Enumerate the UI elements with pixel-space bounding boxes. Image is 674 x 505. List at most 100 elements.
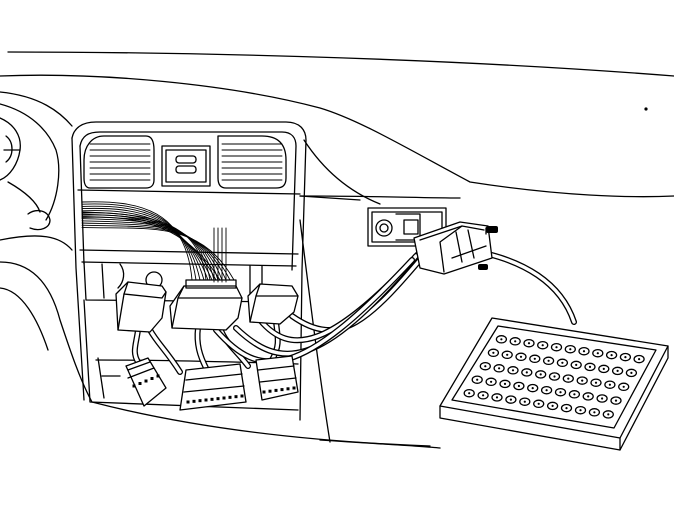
breakout-pin-dot (608, 383, 612, 386)
breakout-pin-dot (601, 397, 604, 400)
wire-harness-icon (81, 201, 235, 283)
harness-wire (81, 203, 197, 281)
breakout-pin-dot (523, 400, 526, 403)
harness-wire (81, 210, 209, 281)
plug-pin (156, 374, 160, 378)
cable-inner (486, 252, 576, 324)
plug-pin (132, 384, 136, 388)
cable-bundle (131, 245, 577, 375)
plug-pin (186, 400, 190, 404)
breakout-pin-dot (541, 344, 544, 347)
breakout-pin-dot (492, 351, 495, 354)
breakout-pin-dot (525, 371, 528, 374)
breakout-pin-dot (517, 384, 521, 388)
plug-pin (280, 388, 284, 392)
breakout-pin-dot (594, 381, 598, 384)
plug-pin (150, 377, 154, 380)
breakout-pin-dot (495, 396, 499, 399)
plug-pin (204, 398, 208, 402)
breakout-pin-dot (509, 398, 512, 401)
breakout-pin-dot (579, 409, 582, 412)
breakout-pin-dot (588, 365, 592, 368)
breakout-box-icon (439, 317, 669, 451)
breakout-pin-dot (607, 413, 610, 416)
breakout-pin-dot (593, 411, 596, 414)
harness-wire (81, 226, 235, 281)
breakout-pin-dot (539, 373, 542, 376)
cable-inner (214, 258, 414, 364)
breakout-pin-dot (551, 404, 554, 407)
dashboard-outline-icon (0, 51, 674, 449)
breakout-pin-dot (575, 363, 578, 366)
plug-pin (228, 395, 232, 399)
breakout-pin-dot (545, 389, 548, 392)
plug-pin (268, 389, 272, 393)
cable-inner (195, 326, 208, 370)
breakout-pin-dot (476, 378, 479, 381)
breakout-pin-dot (500, 338, 503, 341)
breakout-pin-dot (624, 356, 627, 359)
breakout-pin-dot (514, 340, 517, 343)
harness-wire (81, 205, 201, 281)
breakout-pin-dot (565, 407, 568, 410)
harness-wire (81, 216, 221, 281)
plug-pin (192, 399, 196, 403)
harness-wire (81, 207, 205, 281)
breakout-pin-dot (559, 391, 562, 394)
breakout-pin-dot (630, 371, 633, 374)
cable (485, 251, 577, 325)
breakout-pin-dot (602, 367, 605, 370)
breakout-pin-dot (614, 399, 618, 402)
breakout-pin-dot (519, 355, 523, 358)
breakout-pin-dot (555, 346, 558, 349)
plug-pin (292, 386, 296, 390)
plug-pin (234, 395, 238, 399)
harness-wire (81, 214, 217, 281)
breakout-pin-dot (490, 380, 493, 383)
breakout-pin-dot (622, 385, 625, 388)
breakout-pin-dot (531, 387, 534, 390)
breakout-pin-dot (547, 359, 550, 362)
cable-inner (270, 320, 280, 362)
breakout-pin-dot (533, 357, 536, 360)
cable-inner (133, 328, 140, 364)
plug-pin (144, 379, 148, 383)
breakout-pin-dot (484, 365, 487, 368)
plug-pin (274, 388, 278, 392)
plug-pin (286, 387, 290, 391)
breakout-pin-dot (537, 402, 540, 405)
breakout-pin-dot (573, 393, 576, 396)
air-vent-icon (83, 135, 287, 189)
plug-pin (262, 390, 266, 394)
harness-wire (81, 201, 193, 281)
breakout-pin-dot (581, 379, 584, 382)
breakout-pin-dot (561, 361, 564, 364)
harness-wire (81, 222, 227, 281)
breakout-pin-dot (553, 375, 556, 378)
breakout-pin-dot (482, 394, 485, 397)
breakout-pin-dot (638, 358, 641, 361)
breakout-pin-dot (610, 354, 613, 357)
plug-pin (138, 382, 142, 385)
breakout-pin-dot (582, 350, 586, 353)
connector-adapter-icon (115, 279, 299, 333)
breakout-pin-dot (527, 342, 531, 345)
plug-pin (216, 397, 220, 401)
breakout-pin-dot (506, 353, 509, 356)
breakout-pin-dot (567, 377, 570, 380)
breakout-pin-dot (498, 367, 501, 370)
breakout-pin-dot (503, 382, 507, 385)
harness-wire (81, 212, 213, 281)
multipin-plug-icon (125, 355, 299, 411)
breakout-pin-dot (468, 392, 471, 395)
plug-pin (240, 394, 244, 398)
d-sub-connector-icon (413, 221, 498, 275)
plug-pin (222, 396, 226, 400)
breakout-pin-dot (596, 352, 599, 355)
breakout-pin-dot (511, 369, 515, 372)
cable-inner (148, 328, 182, 374)
breakout-pin-dot (569, 348, 572, 351)
breakout-pin-dot (616, 369, 619, 372)
